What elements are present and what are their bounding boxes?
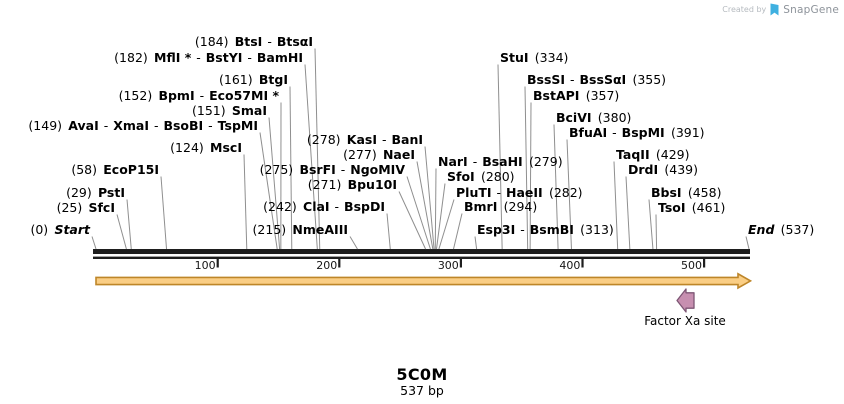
callout-line <box>613 161 619 250</box>
callout-line <box>566 139 572 250</box>
site-label-BssSI[interactable]: BssSI - BssSαI (355) <box>527 72 667 87</box>
callout-line <box>474 236 478 250</box>
callout-line <box>453 213 463 250</box>
callout-line <box>655 214 658 250</box>
callout-line <box>424 146 435 250</box>
sequence-bar-top <box>93 249 750 254</box>
site-label-BpmI[interactable]: (152) BpmI - Eco57MI * <box>118 88 279 103</box>
site-label-KasI[interactable]: (278) KasI - BanI <box>306 132 423 147</box>
sequence-title: 5C0M <box>396 365 448 384</box>
factor-xa-site-label[interactable]: Factor Xa site <box>644 314 726 328</box>
site-label-TaqII[interactable]: TaqII (429) <box>616 147 690 162</box>
ruler-number: 400 <box>559 259 581 272</box>
ruler-number: 100 <box>194 259 216 272</box>
site-label-SfoI[interactable]: SfoI (280) <box>447 169 515 184</box>
site-label-BfuAI[interactable]: BfuAI - BspMI (391) <box>569 125 705 140</box>
callout-line <box>497 64 503 250</box>
callout-line <box>524 86 529 250</box>
snapgene-logo-icon <box>770 3 779 16</box>
snapgene-credit: Created by SnapGene <box>722 3 839 16</box>
site-label-NarI[interactable]: NarI - BsaHI (279) <box>438 154 563 169</box>
site-label-NmeAIII[interactable]: (215) NmeAIII <box>252 222 348 237</box>
callout-line <box>406 176 431 250</box>
callout-line <box>434 168 437 250</box>
site-label-SmaI[interactable]: (151) SmaI <box>192 103 267 118</box>
callout-line <box>259 132 278 250</box>
site-label-BbsI[interactable]: BbsI (458) <box>651 185 722 200</box>
site-label-Esp3I[interactable]: Esp3I - BsmBI (313) <box>477 222 614 237</box>
credit-brand: SnapGene <box>783 3 839 16</box>
site-label-Bpu10I[interactable]: (271) Bpu10I <box>307 177 397 192</box>
callout-line <box>289 86 293 250</box>
site-label-Start[interactable]: (0) Start <box>30 222 90 237</box>
site-label-BtsI[interactable]: (184) BtsI - BtsαI <box>194 34 313 49</box>
ruler-number: 200 <box>316 259 338 272</box>
credit-prefix: Created by <box>722 5 767 14</box>
callout-line <box>648 199 654 250</box>
site-label-NaeI[interactable]: (277) NaeI <box>343 147 415 162</box>
site-label-EcoP15I[interactable]: (58) EcoP15I <box>71 162 159 177</box>
ruler-number: 500 <box>681 259 703 272</box>
site-label-BtgI[interactable]: (161) BtgI <box>219 72 288 87</box>
site-label-DrdI[interactable]: DrdI (439) <box>628 162 699 177</box>
site-label-BsrFI[interactable]: (275) BsrFI - NgoMIV <box>259 162 405 177</box>
callout-line <box>91 236 97 250</box>
callout-line <box>268 117 281 250</box>
ruler-tick <box>338 259 341 268</box>
callout-line <box>160 176 168 250</box>
ruler-tick <box>216 259 219 268</box>
site-label-MscI[interactable]: (124) MscI <box>170 140 242 155</box>
ruler-tick <box>459 259 463 268</box>
callout-line <box>116 214 127 250</box>
site-label-StuI[interactable]: StuI (334) <box>500 50 569 65</box>
callout-line <box>416 161 434 250</box>
site-label-BmrI[interactable]: BmrI (294) <box>464 199 538 214</box>
callout-line <box>435 183 446 250</box>
site-label-AvaI[interactable]: (149) AvaI - XmaI - BsoBI - TspMI <box>28 118 258 133</box>
ruler-number: 300 <box>437 259 459 272</box>
site-label-ClaI[interactable]: (242) ClaI - BspDI <box>263 199 385 214</box>
site-label-BstAPI[interactable]: BstAPI (357) <box>533 88 620 103</box>
callout-line <box>304 64 318 250</box>
callout-line <box>314 48 321 250</box>
callout-line <box>386 213 391 250</box>
site-label-BciVI[interactable]: BciVI (380) <box>556 110 632 125</box>
site-label-MflI[interactable]: (182) MflI * - BstYI - BamHI <box>114 50 303 65</box>
ruler-tick <box>581 259 584 268</box>
site-label-PstI[interactable]: (29) PstI <box>66 185 125 200</box>
callout-line <box>243 154 248 250</box>
callout-line <box>349 236 358 250</box>
callout-line <box>438 199 455 250</box>
site-label-PluTI[interactable]: PluTI - HaeII (282) <box>456 185 583 200</box>
ruler-tick <box>703 259 706 268</box>
sequence-bar-bottom <box>93 256 750 259</box>
callout-line <box>553 124 559 250</box>
sequence-length: 537 bp <box>400 383 444 398</box>
sequence-span-arrow[interactable] <box>95 272 753 290</box>
site-label-End[interactable]: End (537) <box>748 222 815 237</box>
callout-line <box>398 191 426 250</box>
factor-xa-site-arrow[interactable] <box>676 288 695 313</box>
site-label-TsoI[interactable]: TsoI (461) <box>658 200 726 215</box>
callout-line <box>126 199 132 250</box>
site-label-SfcI[interactable]: (25) SfcI <box>56 200 115 215</box>
callout-line <box>745 236 750 250</box>
callout-line <box>529 102 532 250</box>
callout-line <box>625 176 631 250</box>
